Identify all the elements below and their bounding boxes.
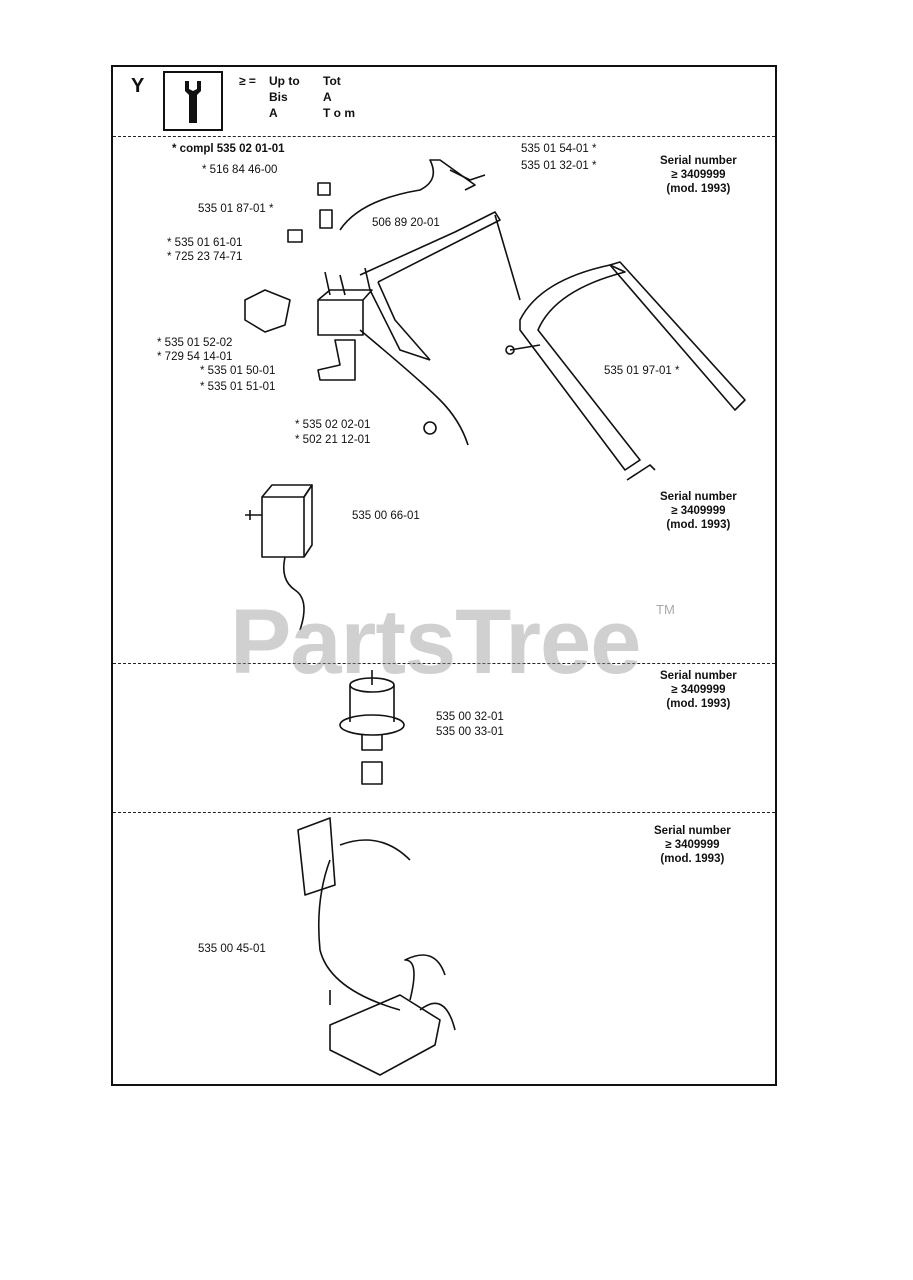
serial-text: (mod. 1993) [666,183,731,195]
serial-text: Serial number [654,825,731,837]
part-number-label: 535 00 33-01 [436,726,504,738]
part-number-label: 535 01 32-01 * [521,160,597,172]
serial-text: Serial number [660,155,737,167]
serial-number-note: Serial number ≥ 3409999 (mod. 1993) [660,669,737,711]
part-number-label: * 725 23 74-71 [167,251,243,263]
serial-text: (mod. 1993) [660,853,725,865]
part-number-label: 535 00 32-01 [436,711,504,723]
serial-text: ≥ 3409999 [671,684,726,696]
serial-text: Serial number [660,670,737,682]
partstree-watermark: PartsTree [230,591,641,693]
part-number-label: 535 00 45-01 [198,943,266,955]
part-number-label: * 535 01 52-02 [157,337,233,349]
serial-text: (mod. 1993) [666,519,731,531]
serial-text: ≥ 3409999 [665,839,720,851]
part-number-label: 535 01 87-01 * [198,203,274,215]
parts-diagram-frame: Y ≥ = Up to Bis A Tot A T o m [111,65,777,1086]
part-number-label: 535 00 66-01 [352,510,420,522]
section-divider [113,812,775,813]
serial-text: (mod. 1993) [666,698,731,710]
legend-symbol: ≥ = [239,74,256,88]
legend-col-1: Up to Bis A [269,73,300,121]
part-number-label: 535 01 54-01 * [521,143,597,155]
serial-number-note: Serial number ≥ 3409999 (mod. 1993) [654,824,731,866]
legend-text: Bis [269,90,288,104]
part-number-label: 535 01 97-01 * [604,365,680,377]
section-divider [113,663,775,664]
serial-text: Serial number [660,491,737,503]
part-number-label: * 535 01 51-01 [200,381,276,393]
legend-text: Tot [323,74,341,88]
header-legend: Y ≥ = Up to Bis A Tot A T o m [113,67,775,137]
part-number-label: * 535 01 61-01 [167,237,243,249]
assembly-label: * compl 535 02 01-01 [172,143,285,155]
part-number-label: * 535 01 50-01 [200,365,276,377]
legend-text: T o m [323,106,355,120]
section-letter: Y [131,75,145,97]
part-number-label: * 516 84 46-00 [202,164,278,176]
legend-col-2: Tot A T o m [323,73,355,121]
legend-text: A [323,90,332,104]
serial-number-note: Serial number ≥ 3409999 (mod. 1993) [660,490,737,532]
trademark-symbol: TM [656,602,675,617]
part-number-label: * 535 02 02-01 [295,419,371,431]
serial-text: ≥ 3409999 [671,169,726,181]
section-divider [113,136,775,137]
legend-text: Up to [269,74,300,88]
wrench-icon [163,71,223,131]
part-number-label: * 502 21 12-01 [295,434,371,446]
part-number-label: 506 89 20-01 [372,217,440,229]
legend-text: A [269,106,278,120]
serial-text: ≥ 3409999 [671,505,726,517]
serial-number-note: Serial number ≥ 3409999 (mod. 1993) [660,154,737,196]
part-number-label: * 729 54 14-01 [157,351,233,363]
